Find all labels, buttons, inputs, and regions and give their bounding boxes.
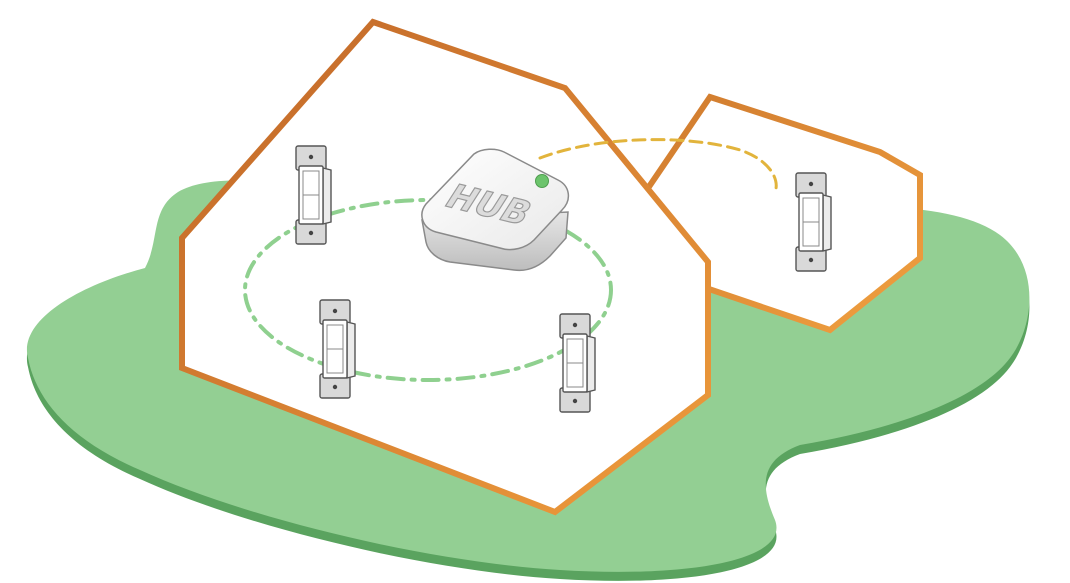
remote-network-link [538,138,778,194]
local-network-link [243,198,613,382]
hub-device[interactable]: HUB [421,148,570,272]
switch-house-a-top-left[interactable] [295,145,332,245]
switch-house-a-bottom-right[interactable] [559,313,596,413]
hub-status-led-icon [535,174,549,188]
switch-house-a-bottom-left[interactable] [319,299,356,399]
switch-house-b[interactable] [795,172,832,272]
